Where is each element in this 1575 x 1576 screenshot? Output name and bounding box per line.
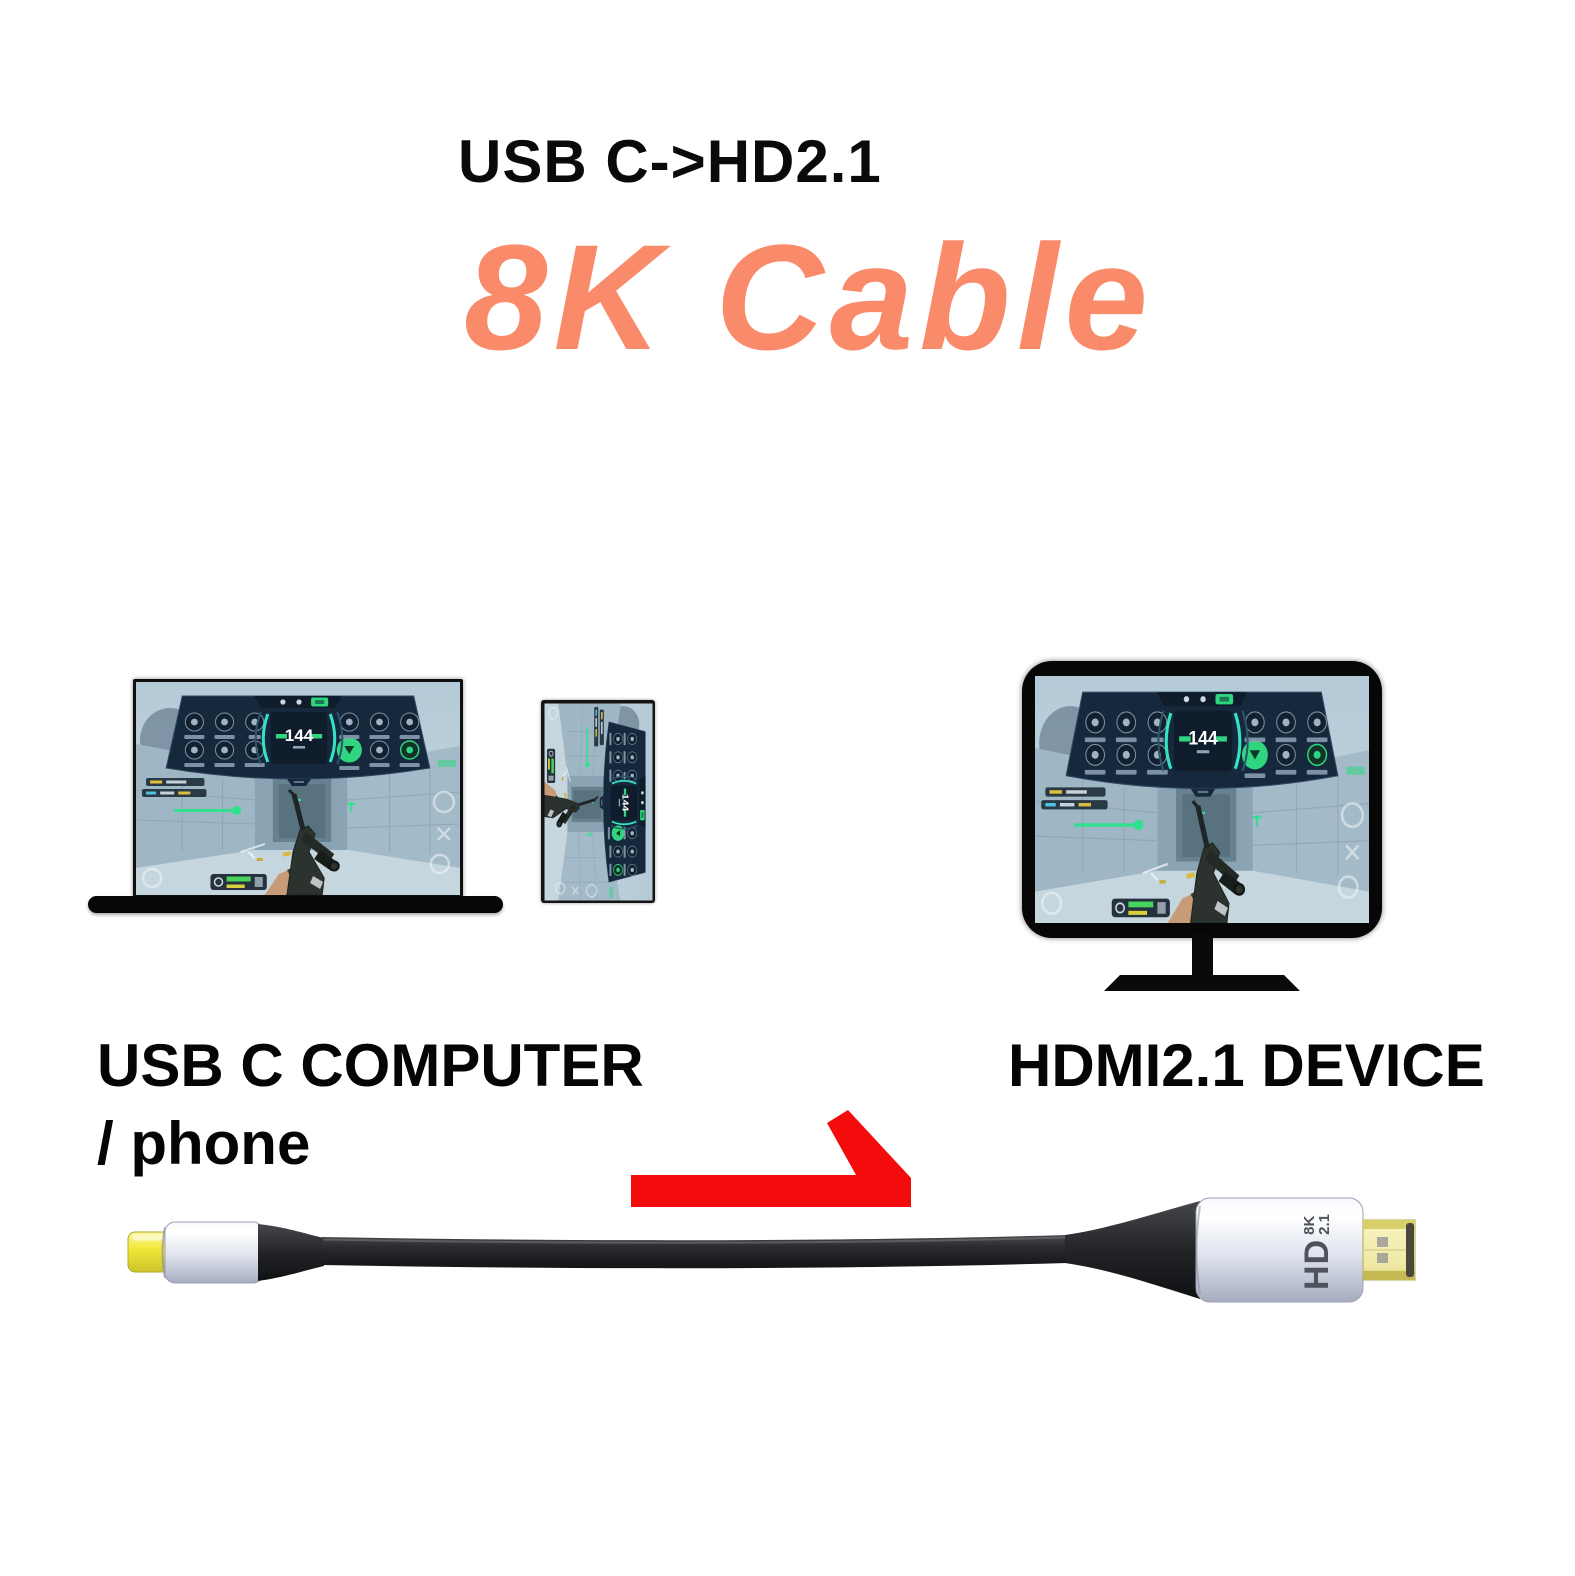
marking-hd: HD — [1297, 1238, 1336, 1290]
cable-photo — [127, 1197, 1416, 1303]
source-label-line1: USB C COMPUTER — [97, 1032, 644, 1099]
monitor-stand — [1192, 934, 1213, 978]
monitor-base — [1104, 975, 1300, 991]
marking-2-1: 2.1 — [1316, 1214, 1333, 1235]
target-device-label: HDMI2.1 DEVICE — [1008, 1032, 1485, 1099]
product-subtitle: USB C->HD2.1 — [458, 128, 882, 195]
monitor-illustration — [1022, 661, 1382, 938]
red-arrow-icon — [631, 1110, 911, 1207]
hdmi-shell-marking: HD 8K 2.1 — [1277, 1207, 1357, 1297]
hdmi-connector — [1065, 1197, 1416, 1303]
laptop-illustration — [133, 679, 463, 898]
source-label-line2: / phone — [97, 1110, 311, 1177]
laptop-base — [88, 896, 503, 913]
cable-cord — [322, 1235, 1067, 1269]
laptop-screen-content — [136, 682, 460, 895]
usb-c-connector — [127, 1221, 324, 1284]
phone-screen-content — [544, 703, 652, 900]
monitor-screen-content — [1035, 676, 1369, 923]
marking-8k: 8K — [1301, 1215, 1318, 1235]
source-device-label: USB C COMPUTER / phone — [97, 1027, 644, 1183]
phone-illustration — [541, 700, 655, 903]
product-title: 8K Cable — [464, 213, 1154, 381]
